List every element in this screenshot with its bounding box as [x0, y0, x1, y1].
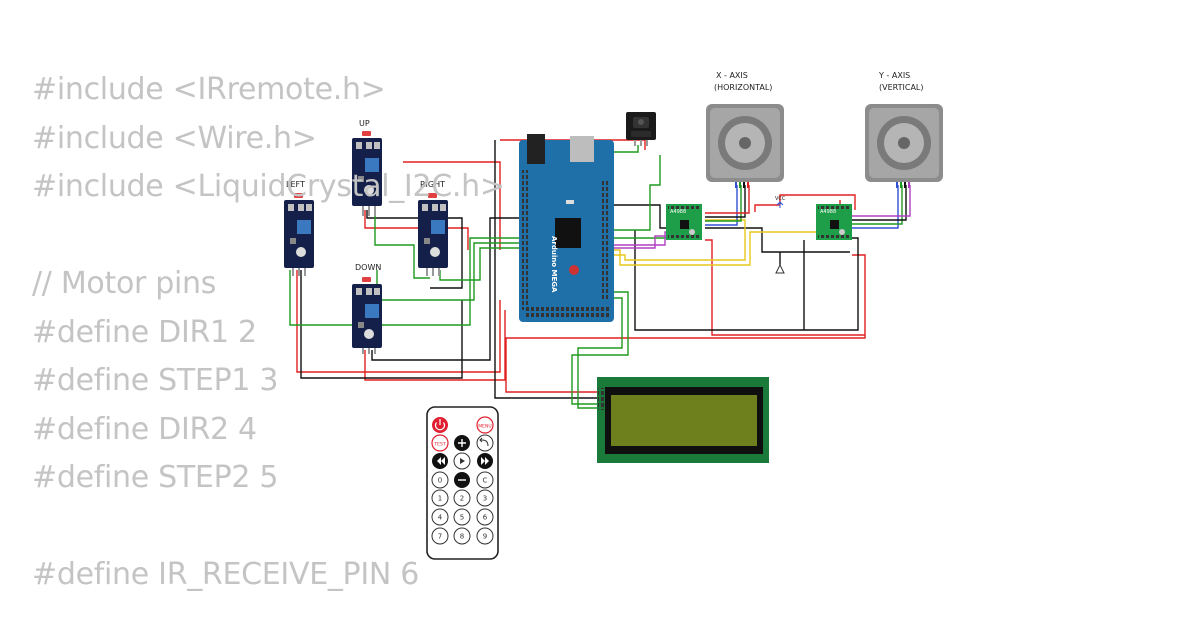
rewind-button[interactable]	[432, 453, 448, 469]
x-axis-title: X - AXIS	[716, 71, 748, 80]
ir-remote: MENU TEST 0	[426, 406, 499, 560]
driver-x-label: A4988	[670, 209, 686, 215]
sensor-right: RIGHT	[418, 180, 448, 276]
key-1-label: 1	[438, 495, 442, 503]
sensor-led	[428, 193, 437, 198]
x-axis-subtitle: (HORIZONTAL)	[714, 83, 772, 92]
key-9-label: 9	[483, 533, 487, 541]
key-8[interactable]: 8	[453, 527, 471, 545]
arduino-mega: Arduino MEGA	[519, 134, 614, 322]
key-2-label: 2	[460, 495, 464, 503]
key-8-label: 8	[460, 533, 464, 541]
test-button[interactable]: TEST	[431, 434, 449, 452]
key-2[interactable]: 2	[453, 489, 471, 507]
key-4-label: 4	[438, 514, 443, 522]
ir-receiver	[626, 112, 656, 146]
minus-button[interactable]	[454, 472, 470, 488]
power-icon[interactable]	[432, 417, 448, 433]
sensor-down-label: DOWN	[355, 263, 381, 272]
ground-symbol	[775, 263, 785, 274]
plus-button[interactable]	[454, 435, 470, 451]
arduino-name: Arduino MEGA	[550, 236, 558, 293]
key-3[interactable]: 3	[476, 489, 494, 507]
dc-jack	[527, 134, 545, 164]
sensor-led	[294, 193, 303, 198]
key-6[interactable]: 6	[476, 508, 494, 526]
vcc-label: VCC	[775, 196, 786, 202]
stepper-motor-x: X - AXIS (HORIZONTAL)	[706, 71, 784, 188]
sensor-up: UP	[352, 119, 382, 216]
key-0-label: 0	[438, 477, 442, 485]
key-9[interactable]: 9	[476, 527, 494, 545]
driver-y-label: A4988	[820, 209, 836, 215]
wires	[289, 139, 911, 409]
sensor-up-label: UP	[359, 119, 370, 128]
back-icon[interactable]	[476, 434, 494, 452]
sensor-led	[362, 131, 371, 136]
key-7[interactable]: 7	[431, 527, 449, 545]
a4988-driver-x: A4988	[666, 204, 702, 240]
play-button[interactable]	[453, 452, 471, 470]
mcu-chip	[555, 218, 581, 248]
usb-port	[570, 136, 594, 162]
sensor-down: DOWN	[352, 263, 382, 354]
key-7-label: 7	[438, 533, 442, 541]
key-c-label: C	[483, 477, 488, 485]
a4988-driver-y: A4988	[816, 204, 852, 240]
menu-button[interactable]: MENU	[476, 416, 494, 434]
lcd-display	[597, 377, 769, 463]
sensor-left: LEFT	[284, 180, 314, 276]
sensor-left-label: LEFT	[286, 180, 305, 189]
menu-label: MENU	[478, 424, 491, 430]
y-axis-subtitle: (VERTICAL)	[879, 83, 924, 92]
key-6-label: 6	[483, 514, 488, 522]
reset-button[interactable]	[569, 265, 579, 275]
key-0[interactable]: 0	[431, 471, 449, 489]
key-5[interactable]: 5	[453, 508, 471, 526]
digit-keys: 1 2 3 4 5 6 7 8 9	[431, 489, 494, 545]
key-c[interactable]: C	[476, 471, 494, 489]
key-5-label: 5	[460, 514, 464, 522]
stepper-motor-y: Y - AXIS (VERTICAL)	[865, 71, 943, 188]
test-label: TEST	[433, 442, 445, 448]
key-4[interactable]: 4	[431, 508, 449, 526]
sensor-led	[362, 277, 371, 282]
forward-button[interactable]	[477, 453, 493, 469]
y-axis-title: Y - AXIS	[878, 71, 910, 80]
key-3-label: 3	[483, 495, 487, 503]
vcc-symbol: VCC	[775, 196, 786, 208]
sensor-right-label: RIGHT	[420, 180, 445, 189]
key-1[interactable]: 1	[431, 489, 449, 507]
